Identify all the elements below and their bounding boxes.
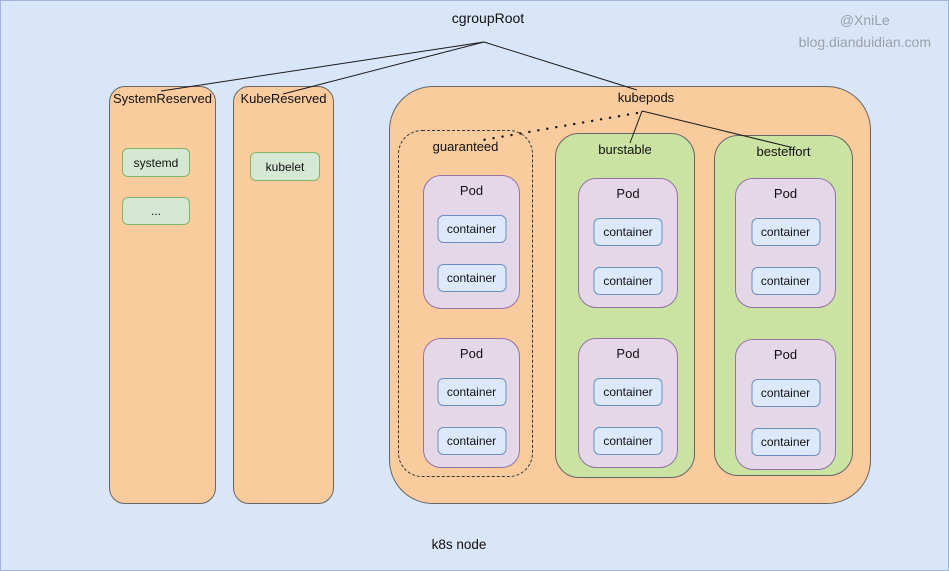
container-box: container	[593, 378, 663, 406]
container-box: container	[593, 218, 663, 246]
qos-burstable-label: burstable	[598, 142, 652, 157]
kubelet-box: kubelet	[250, 152, 320, 181]
k8s-node-label: k8s node	[431, 537, 487, 552]
qos-burstable-box: burstable Pod container container Pod co…	[555, 133, 695, 478]
qos-guaranteed-box: guaranteed Pod container container Pod c…	[398, 130, 533, 477]
container-box: container	[593, 427, 663, 455]
container-box: container	[751, 379, 820, 407]
ellipsis-box: ...	[122, 197, 190, 225]
pod: Pod container container	[578, 178, 678, 308]
pod-label: Pod	[459, 183, 484, 198]
connector-root-systemreserved	[160, 41, 485, 92]
systemd-box: systemd	[122, 148, 190, 177]
pod-label: Pod	[459, 346, 484, 361]
pod-label: Pod	[773, 347, 798, 362]
cgroup-root-label: cgroupRoot	[451, 10, 525, 26]
pod: Pod container container	[423, 338, 520, 468]
pod: Pod container container	[735, 178, 836, 308]
kube-reserved-box: KubeReserved kubelet	[233, 86, 334, 504]
container-box: container	[751, 218, 820, 246]
kubepods-label: kubepods	[617, 90, 675, 105]
container-box: container	[751, 428, 820, 456]
connector-root-kubepods	[483, 41, 638, 91]
container-box: container	[751, 267, 820, 295]
kube-reserved-label: KubeReserved	[240, 91, 327, 106]
pod: Pod container container	[578, 338, 678, 468]
qos-besteffort-box: besteffort Pod container container Pod c…	[714, 135, 853, 476]
pod-label: Pod	[773, 186, 798, 201]
qos-guaranteed-label: guaranteed	[432, 139, 499, 154]
watermark: @XniLe blog.dianduidian.com	[799, 10, 931, 53]
system-reserved-box: SystemReserved systemd ...	[109, 86, 216, 504]
container-box: container	[593, 267, 663, 295]
system-reserved-label: SystemReserved	[113, 91, 212, 106]
kubepods-box: kubepods guaranteed Pod container contai…	[389, 86, 871, 504]
pod-label: Pod	[616, 186, 640, 201]
pod: Pod container container	[735, 339, 836, 470]
pod: Pod container container	[423, 175, 520, 309]
watermark-handle: @XniLe	[839, 12, 890, 28]
container-box: container	[437, 427, 506, 455]
qos-besteffort-label: besteffort	[756, 144, 811, 159]
watermark-site: blog.dianduidian.com	[798, 33, 931, 50]
container-box: container	[437, 378, 506, 406]
container-box: container	[437, 215, 506, 243]
pod-label: Pod	[616, 346, 640, 361]
container-box: container	[437, 264, 506, 292]
